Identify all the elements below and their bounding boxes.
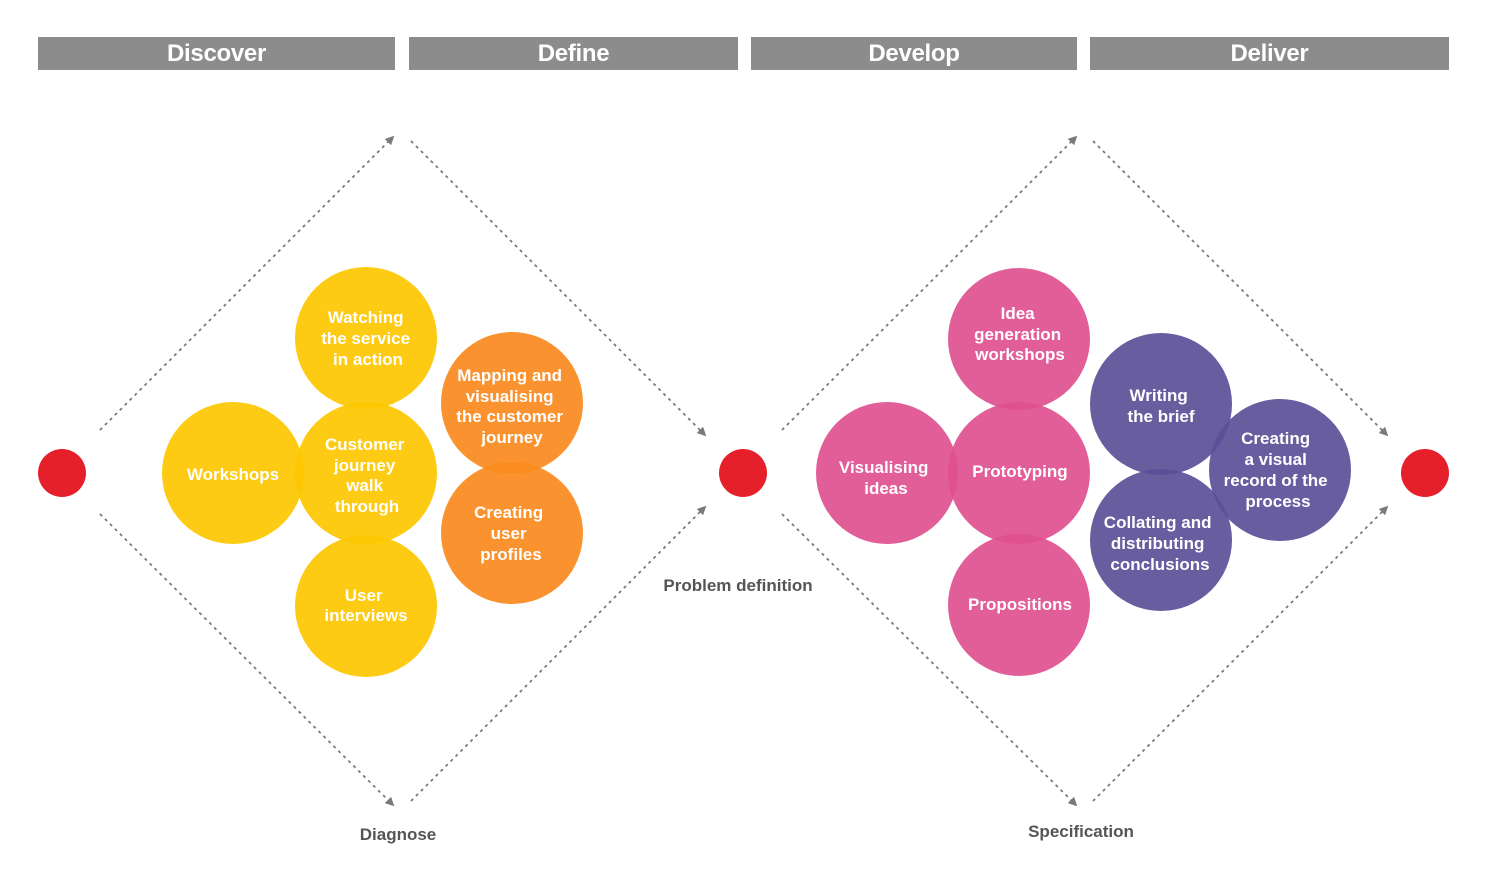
method-label-mapping-journey: Mapping and visualising the customer jou… [456,366,567,447]
milestone-dot-middle [719,449,767,497]
milestone-dot-end [1401,449,1449,497]
method-circle-visual-record [1209,399,1351,541]
deliver-methods: Writing the brief Creating a visual reco… [1090,333,1351,611]
method-label-writing-brief: Writing the brief [1127,386,1194,426]
phase-header-discover: Discover [38,37,395,70]
arrow-discover-down [99,513,395,807]
diamond-left-arrows [99,135,707,807]
method-circle-idea-generation [948,268,1090,410]
method-label-user-interviews: User interviews [324,586,407,625]
method-circle-user-interviews [295,535,437,677]
method-label-workshops: Workshops [187,465,279,484]
method-label-visualising-ideas: Visualising ideas [839,458,933,498]
phase-header-develop: Develop [751,37,1077,70]
milestone-dot-start [38,449,86,497]
arrow-develop-down [781,513,1078,807]
method-circle-mapping-journey [441,332,583,474]
method-label-visual-record: Creating a visual record of the process [1224,429,1333,511]
method-circle-visualising-ideas [816,402,958,544]
arrow-develop-up [781,135,1078,431]
method-label-prototyping: Prototyping [972,462,1067,481]
method-circle-user-profiles [441,462,583,604]
method-circle-writing-brief [1090,333,1232,475]
method-label-propositions: Propositions [968,595,1072,614]
develop-methods: Idea generation workshops Visualising id… [816,268,1090,676]
method-circle-prototyping [948,402,1090,544]
arrow-discover-up [99,135,395,431]
method-label-watching-service: Watching the service in action [321,308,415,369]
discover-methods: Watching the service in action Workshops… [162,267,437,677]
method-circle-collating-conclusions [1090,469,1232,611]
method-circle-watching-service [295,267,437,409]
milestone-label-problem-definition: Problem definition [663,576,812,595]
method-label-idea-generation: Idea generation workshops [974,304,1066,364]
milestone-label-specification: Specification [1028,822,1134,841]
method-label-user-profiles: Creating user profiles [474,503,548,564]
diamond-right-arrows [781,135,1389,807]
define-methods: Mapping and visualising the customer jou… [441,332,583,604]
method-circle-customer-journey-walk [295,402,437,544]
method-label-collating-conclusions: Collating and distributing conclusions [1104,513,1216,574]
phase-header-define: Define [409,37,738,70]
phase-header-deliver: Deliver [1090,37,1449,70]
method-circle-propositions [948,534,1090,676]
method-circle-workshops [162,402,304,544]
milestone-label-diagnose: Diagnose [360,825,437,844]
method-label-customer-journey-walk: Customer journey walk through [325,435,409,516]
